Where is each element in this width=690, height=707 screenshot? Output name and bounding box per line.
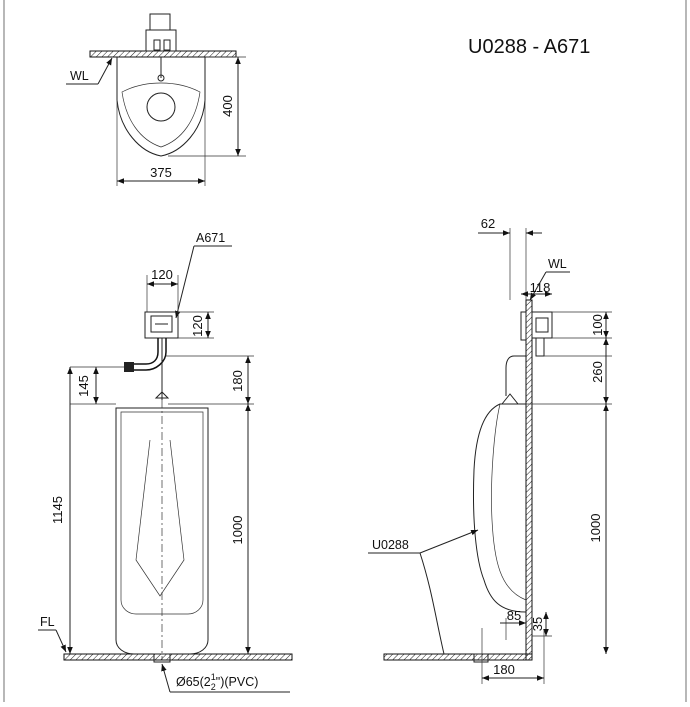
outlet-fraction-denominator: 2 [211,682,216,692]
top-valve-box [149,13,171,31]
dim-top-depth: 400 [220,95,235,117]
drawing-title: U0288 - A671 [468,36,590,58]
fl-label: FL [40,615,55,629]
top-drain [146,92,176,122]
outlet-fraction-numerator: 1 [211,672,216,682]
side-flush-pipe [505,355,526,396]
front-floor [63,653,293,661]
outlet-label-prefix: Ø65(2 [176,675,211,689]
side-view: 62 WL 118 100 260 1000 [368,216,612,684]
dim-valve-height: 120 [190,315,205,337]
dim-valve-width: 120 [151,267,173,282]
supply-pipe [130,338,159,365]
front-view: A671 120 120 FL [38,231,293,693]
side-outlet [473,653,489,663]
dim-valve-to-spud: 180 [230,370,245,392]
dim-side-outlet-height: 35 [530,617,545,631]
dim-side-valve-to-spud: 260 [590,361,605,383]
top-valve-body [145,29,177,52]
dim-overall-height: 1145 [50,496,65,524]
dim-spud-height: 1000 [230,516,245,545]
front-outlet [153,653,171,663]
side-valve-box [531,311,553,339]
dim-side-outlet-distance: 180 [493,662,515,677]
dim-side-outlet-offset: 85 [507,608,521,623]
dim-top-width: 375 [150,165,172,180]
urinal-label: U0288 [372,538,409,552]
dim-side-valve-height: 100 [590,314,605,336]
top-urinal-outline [116,57,206,157]
side-wall [525,299,533,661]
dim-side-wall-offset: 62 [481,216,495,231]
top-wall [89,50,237,58]
wl-top-label: WL [70,69,89,83]
dim-side-spud-height: 1000 [588,514,603,543]
wl-side-label: WL [548,257,567,271]
dim-valve-to-pipe: 145 [76,375,91,397]
side-floor [383,653,533,661]
valve-label: A671 [196,231,225,245]
side-urinal-profile [472,403,527,613]
outlet-label-suffix: ")(PVC) [216,675,259,689]
dim-side-valve-depth: 118 [530,280,551,295]
top-view: WL 400 375 [66,13,246,186]
